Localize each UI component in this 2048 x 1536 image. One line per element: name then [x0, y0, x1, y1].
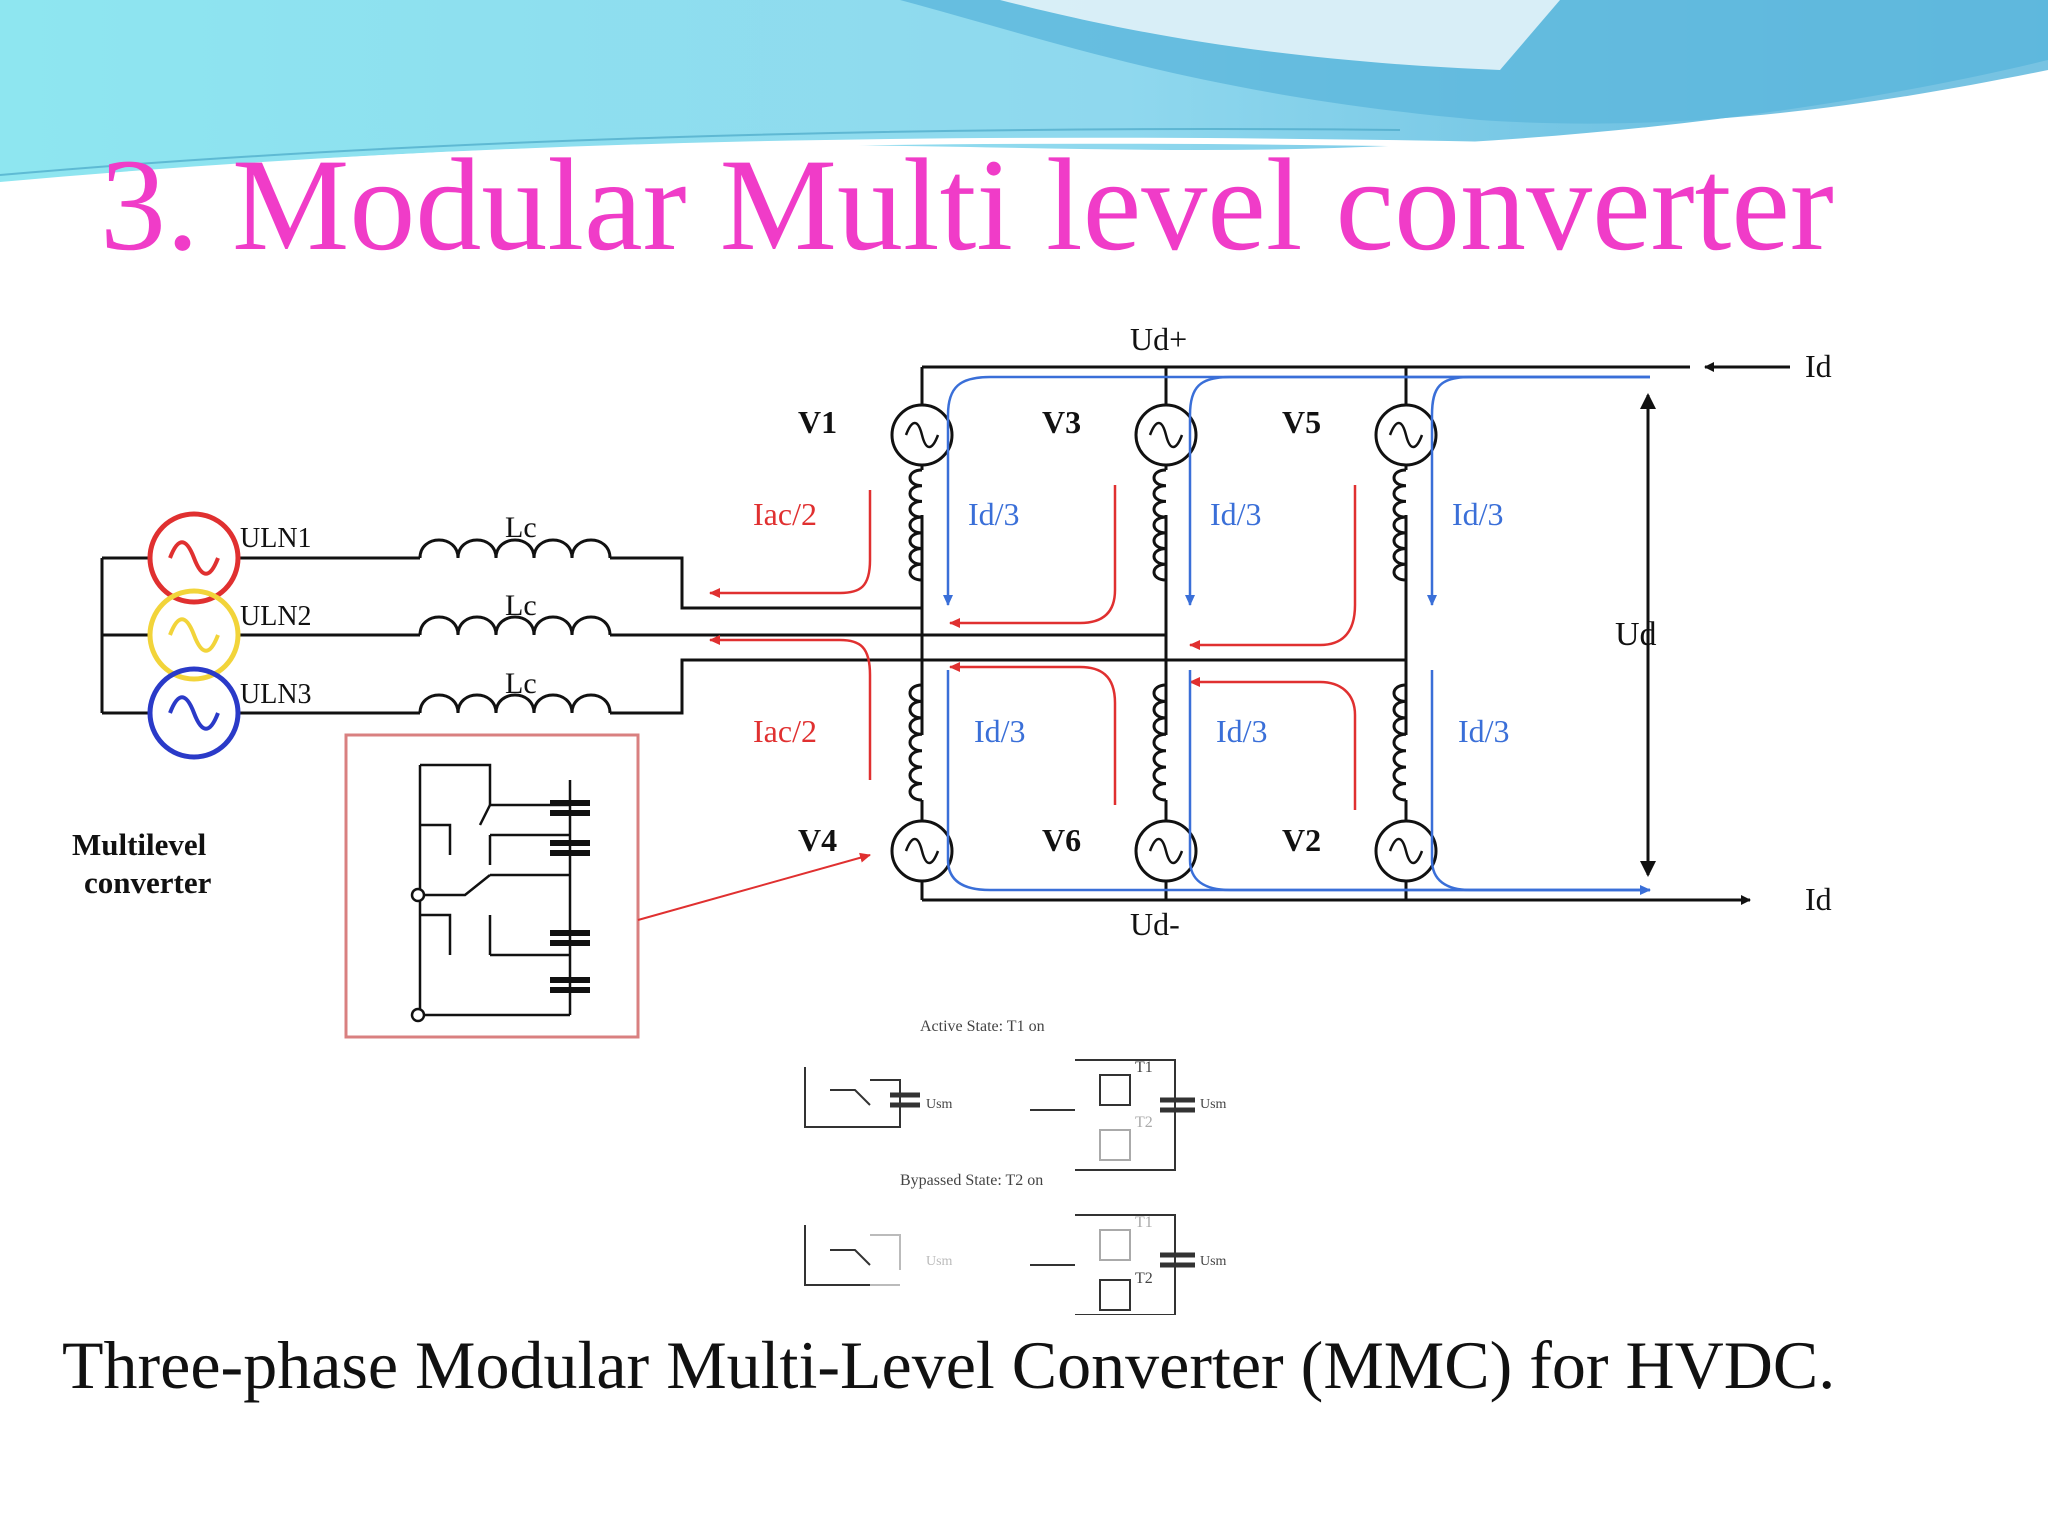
- usm-label-3: Usm: [926, 1254, 953, 1269]
- submodule-label: Multilevel converter: [72, 827, 214, 900]
- valve-label-v6: V6: [1042, 822, 1081, 858]
- switch-t1-label-a: T1: [1135, 1059, 1153, 1076]
- slide-caption: Three-phase Modular Multi-Level Converte…: [62, 1327, 1836, 1403]
- arm-current-dc-label-6: Id/3: [1458, 713, 1510, 749]
- valve-label-v5: V5: [1282, 404, 1321, 440]
- ac-source-2: [147, 588, 241, 682]
- ac-source-1: [147, 511, 241, 605]
- inductor-label-3: Lc: [505, 667, 537, 700]
- submodule-inset: [344, 733, 871, 1039]
- valve-label-v4: V4: [798, 822, 837, 858]
- valve-arm-upper-3: [1374, 403, 1438, 582]
- switching-states: [804, 1059, 1195, 1315]
- usm-label-1: Usm: [926, 1097, 953, 1112]
- valve-arm-lower-3: [1374, 683, 1438, 883]
- arm-current-ac-label-upper: Iac/2: [753, 496, 817, 532]
- phase-inductor-3: [418, 693, 612, 714]
- arm-current-dc-label-4: Id/3: [974, 713, 1026, 749]
- usm-label-2: Usm: [1200, 1097, 1227, 1112]
- dc-top-node-label: Ud+: [1130, 321, 1187, 357]
- usm-label-4: Usm: [1200, 1254, 1227, 1269]
- valve-arm-lower-1: [890, 683, 954, 883]
- dc-voltage-label: Ud: [1615, 616, 1657, 653]
- arm-current-ac-label-lower: Iac/2: [753, 713, 817, 749]
- inductor-label-1: Lc: [505, 511, 537, 544]
- slide-title: 3. Modular Multi level converter: [100, 131, 1834, 278]
- ac-wiring: [100, 515, 1408, 735]
- valve-label-v1: V1: [798, 404, 837, 440]
- converter-arms: [890, 403, 1438, 883]
- dc-bottom-node-label: Ud-: [1130, 906, 1180, 942]
- dc-bus-top: [920, 362, 1790, 410]
- inductor-label-2: Lc: [505, 589, 537, 622]
- ac-current-paths: [709, 485, 1357, 810]
- ac-source-label-2: ULN2: [240, 601, 312, 632]
- arm-current-dc-label-5: Id/3: [1216, 713, 1268, 749]
- mmc-circuit-diagram: Ud+ Ud- Id Id Ud V1 V3 V5 V4 V6 V2 ULN1 …: [72, 321, 1832, 1315]
- valve-label-v2: V2: [1282, 822, 1321, 858]
- arm-current-dc-label-2: Id/3: [1210, 496, 1262, 532]
- valve-label-v3: V3: [1042, 404, 1081, 440]
- bypassed-state-label: Bypassed State: T2 on: [900, 1172, 1043, 1189]
- phase-inductor-2: [418, 615, 612, 636]
- dc-voltage-arrow: [1640, 393, 1656, 877]
- dc-current-top-label: Id: [1805, 348, 1832, 384]
- valve-arm-upper-2: [1134, 403, 1198, 582]
- valve-arm-upper-1: [890, 403, 954, 582]
- ac-source-label-1: ULN1: [240, 523, 312, 554]
- active-state-label: Active State: T1 on: [920, 1018, 1045, 1035]
- header-wave-banner: [0, 0, 2048, 188]
- dc-bus-bottom: [920, 860, 1751, 905]
- arm-current-dc-label-1: Id/3: [968, 496, 1020, 532]
- switch-t2-label-a: T2: [1135, 1114, 1153, 1131]
- arm-current-dc-label-3: Id/3: [1452, 496, 1504, 532]
- phase-inductors: [418, 538, 612, 714]
- phase-inductor-1: [418, 538, 612, 559]
- valve-arm-lower-2: [1134, 683, 1198, 883]
- dc-current-bottom-label: Id: [1805, 881, 1832, 917]
- ac-source-label-3: ULN3: [240, 679, 312, 710]
- ac-source-3: [147, 666, 241, 760]
- switch-t1-label-b: T1: [1135, 1214, 1153, 1231]
- switch-t2-label-b: T2: [1135, 1270, 1153, 1287]
- dc-current-paths: [943, 375, 1651, 895]
